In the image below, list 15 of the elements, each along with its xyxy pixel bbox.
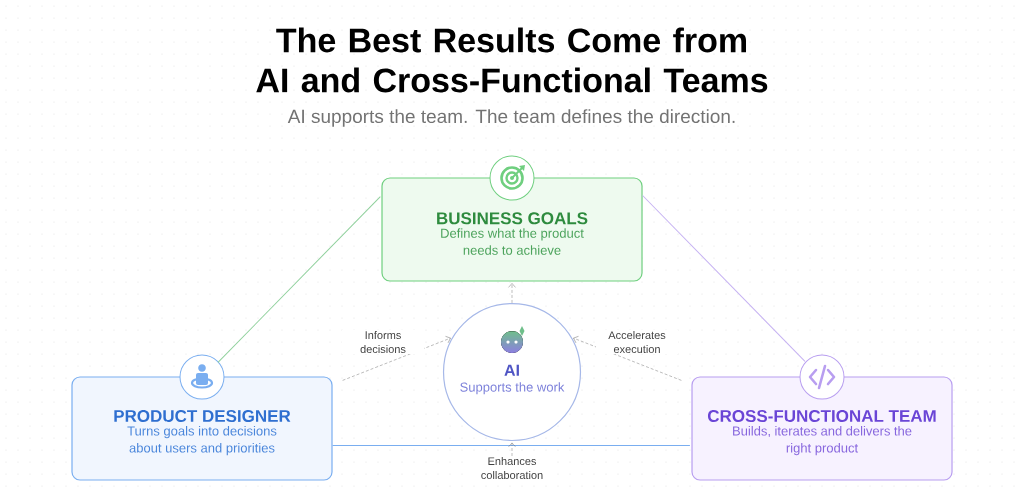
connector	[508, 442, 516, 457]
role-box: PRODUCT DESIGNER Turns goals into decisions about users and priorities	[71, 376, 333, 481]
connector	[342, 336, 451, 381]
connector	[332, 445, 691, 446]
connector	[573, 336, 682, 381]
edge-label: Accelerates execution	[596, 329, 678, 355]
title: The Best Results Come from AI and Cross-Functional Teams	[256, 27, 768, 93]
role-box: CROSS-FUNCTIONAL TEAM Builds, iterates and delivers the right product	[691, 376, 953, 481]
role-box: BUSINESS GOALS Defines what the product needs to achieve	[381, 177, 643, 282]
edge-label: Informs decisions	[342, 329, 424, 355]
edge-label: Enhances collaboration	[471, 455, 553, 481]
connector	[642, 195, 806, 362]
connector	[217, 196, 381, 363]
connector	[508, 283, 516, 304]
subtitle: AI supports the team. The team defines the direction.	[287, 109, 735, 127]
